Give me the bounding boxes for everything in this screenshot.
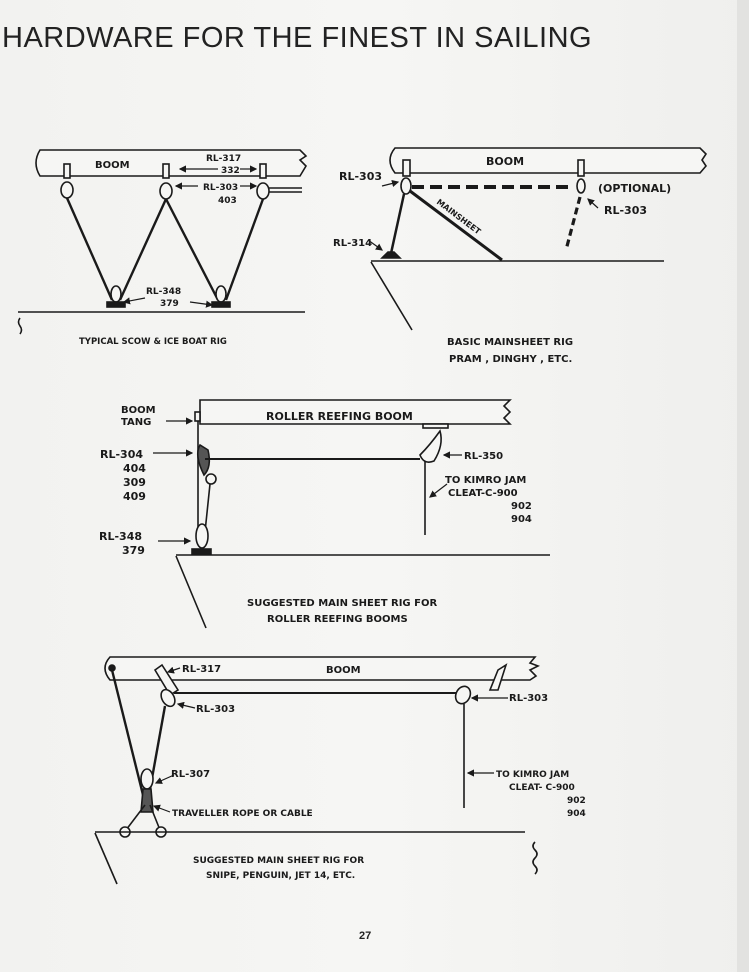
- boom-label: ROLLER REEFING BOOM: [266, 410, 413, 423]
- kimro-label-line2: CLEAT-C-900: [448, 488, 518, 499]
- bail-fitting: [259, 163, 267, 179]
- block-icon: [215, 285, 227, 303]
- diagram-caption: TYPICAL SCOW & ICE BOAT RIG: [79, 337, 227, 347]
- diagram-caption-line2: PRAM , DINGHY , ETC.: [449, 354, 572, 365]
- boom-shape: [104, 656, 540, 681]
- kimro-label-line1: TO KIMRO JAM: [445, 475, 526, 486]
- diagram-caption-line1: SUGGESTED MAIN SHEET RIG FOR: [247, 598, 437, 609]
- part-label-rl303-left: RL-303: [339, 170, 382, 183]
- part-label-379: 379: [122, 544, 145, 557]
- part-label-309: 309: [123, 476, 146, 489]
- block-icon: [60, 181, 74, 199]
- block-icon: [160, 688, 176, 708]
- part-label-rl348: RL-348: [99, 530, 142, 543]
- boom-label: BOOM: [486, 155, 524, 168]
- part-label-379: 379: [160, 299, 179, 309]
- block-icon: [454, 685, 472, 705]
- part-label-rl303: RL-303: [203, 183, 238, 193]
- part-label-rl304: RL-304: [100, 448, 143, 461]
- block-icon: [159, 182, 173, 200]
- part-label-rl317: RL-317: [206, 154, 241, 164]
- block-icon: [140, 768, 154, 790]
- optional-label: (OPTIONAL): [598, 182, 671, 195]
- scow-rig-diagram: [17, 149, 308, 335]
- boom-label: BOOM: [95, 160, 130, 171]
- part-label-rl317: RL-317: [182, 664, 221, 675]
- diagram-caption-line2: SNIPE, PENGUIN, JET 14, ETC.: [206, 871, 355, 881]
- traveller-label: TRAVELLER ROPE OR CABLE: [172, 809, 313, 819]
- block-icon: [400, 177, 412, 195]
- block-icon: [205, 473, 217, 485]
- part-label-rl350: RL-350: [464, 451, 503, 462]
- bail-fitting: [402, 159, 411, 177]
- boom-tang-label-line2: TANG: [121, 417, 151, 428]
- block-icon: [195, 523, 209, 549]
- part-label-rl303-right: RL-303: [604, 204, 647, 217]
- bail-fitting: [577, 159, 585, 177]
- block-icon: [576, 178, 586, 194]
- page-title: HARDWARE FOR THE FINEST IN SAILING: [2, 22, 593, 54]
- block-icon: [110, 285, 122, 303]
- boom-tang: [194, 411, 201, 422]
- kimro-label-line2: CLEAT- C-900: [509, 783, 575, 793]
- kimro-label-line1: TO KIMRO JAM: [496, 770, 569, 780]
- kimro-label-line3: 902: [567, 796, 586, 806]
- kimro-label-line4: 904: [511, 514, 532, 525]
- diagram-caption-line1: BASIC MAINSHEET RIG: [447, 337, 573, 348]
- mainsheet-label: MAINSHEET: [435, 197, 483, 236]
- diagram-caption-line1: SUGGESTED MAIN SHEET RIG FOR: [193, 856, 364, 866]
- part-label-rl348: RL-348: [146, 287, 181, 297]
- kimro-label-line3: 902: [511, 501, 532, 512]
- roller-reefing-diagram: [153, 399, 550, 629]
- diagram-caption-line2: ROLLER REEFING BOOMS: [267, 614, 408, 625]
- page-edge: [737, 0, 749, 972]
- part-label-409: 409: [123, 490, 146, 503]
- boom-shape: [389, 147, 708, 174]
- page-number: 27: [359, 930, 372, 942]
- boom-label: BOOM: [326, 665, 361, 676]
- bail-fitting: [63, 163, 71, 179]
- boom-tang-label-line1: BOOM: [121, 405, 156, 416]
- bail-fitting: [162, 163, 170, 179]
- boom-shape: [35, 149, 308, 177]
- part-label-332: 332: [221, 166, 240, 176]
- part-label-rl303-right: RL-303: [509, 693, 548, 704]
- block-icon: [256, 182, 270, 200]
- kimro-label-line4: 904: [567, 809, 586, 819]
- part-label-403: 403: [218, 196, 237, 206]
- part-label-404: 404: [123, 462, 146, 475]
- basic-mainsheet-diagram: [367, 147, 708, 331]
- part-label-rl307: RL-307: [171, 769, 210, 780]
- snipe-rig-diagram: [94, 656, 540, 885]
- boom-shape: [199, 399, 512, 425]
- part-label-rl303-left: RL-303: [196, 704, 235, 715]
- part-label-rl314: RL-314: [333, 238, 372, 249]
